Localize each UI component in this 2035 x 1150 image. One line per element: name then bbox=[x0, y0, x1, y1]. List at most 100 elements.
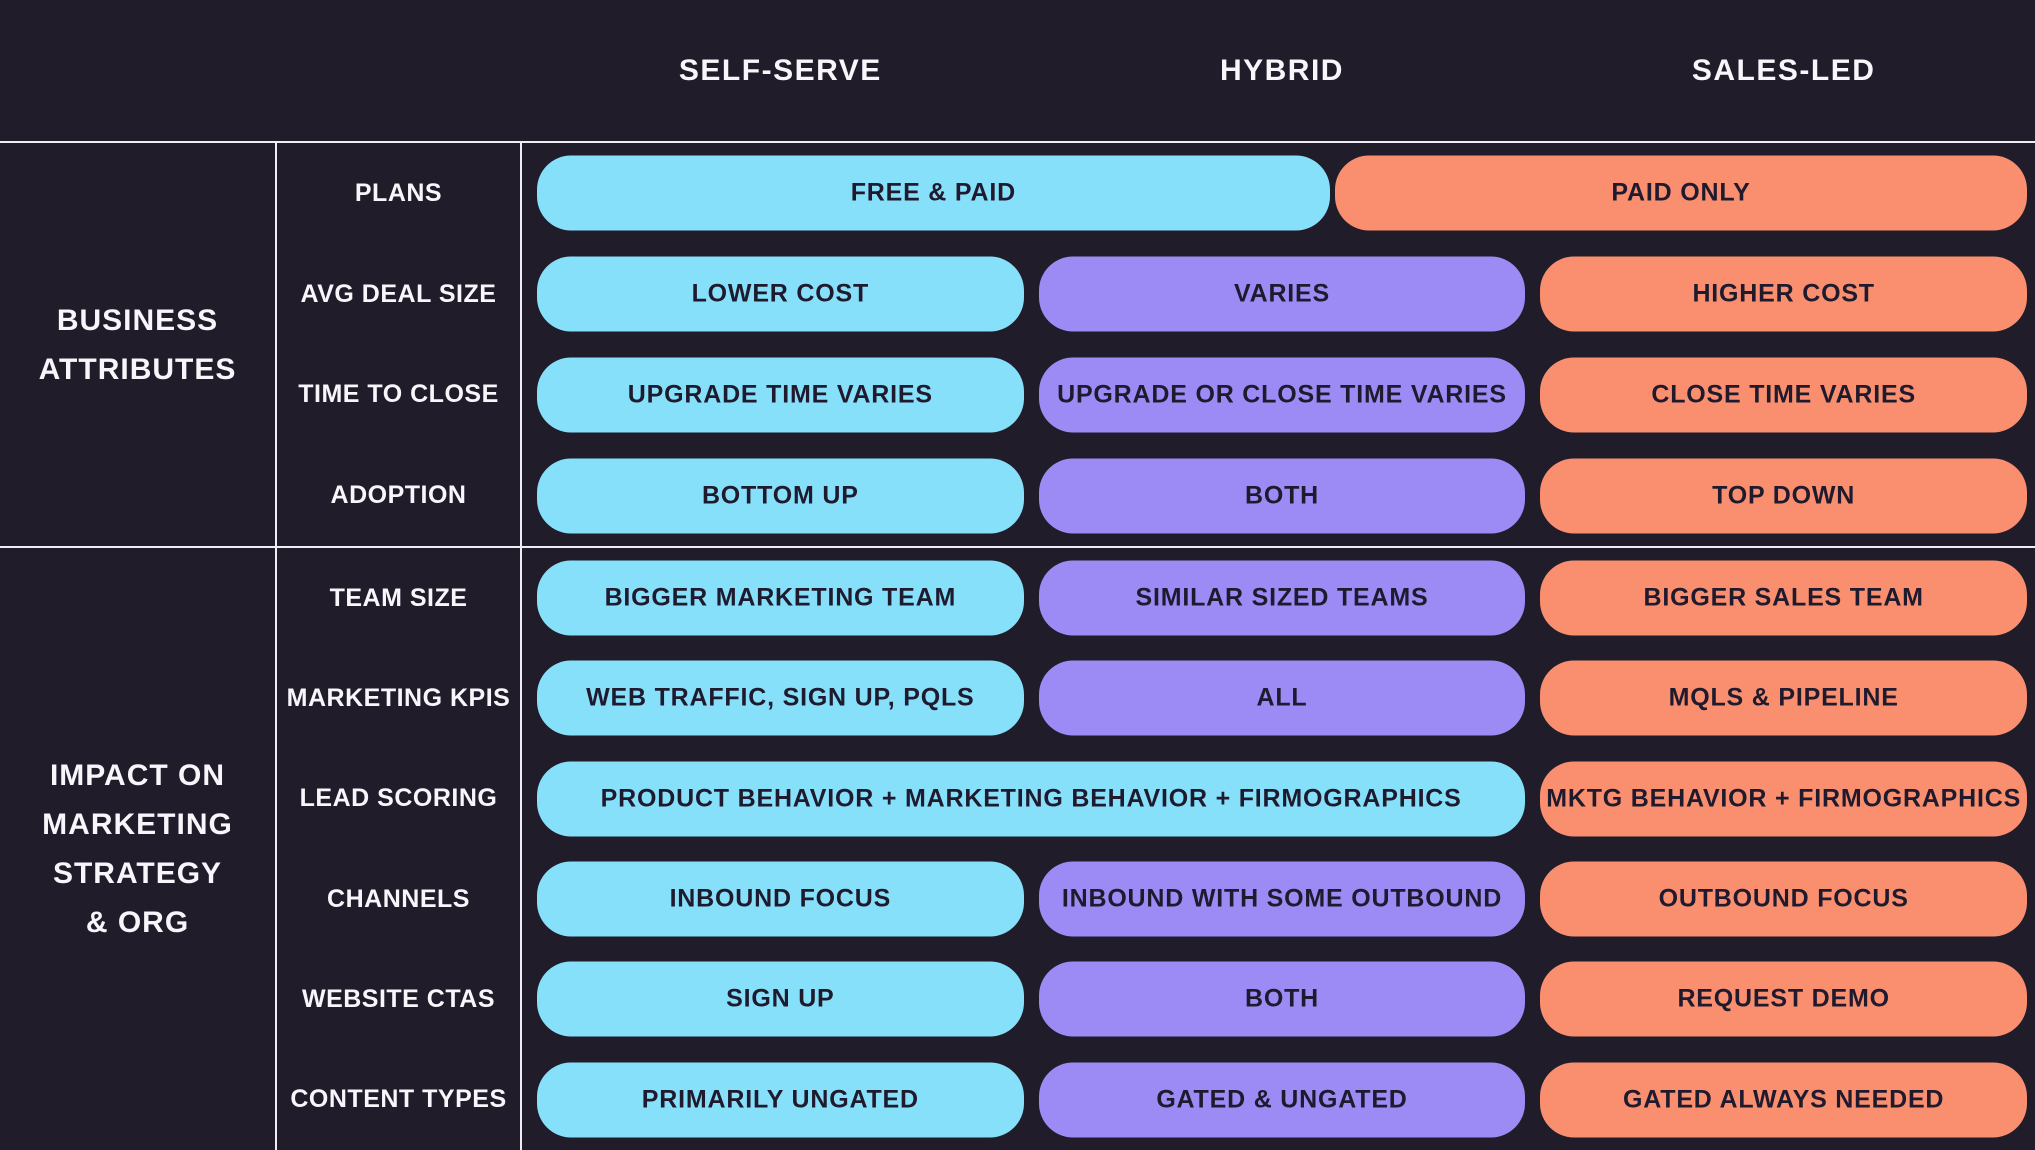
value-pill-label: UPGRADE OR CLOSE TIME VARIES bbox=[1057, 380, 1507, 409]
value-pill: PRODUCT BEHAVIOR + MARKETING BEHAVIOR + … bbox=[537, 761, 1526, 837]
value-pill: INBOUND WITH SOME OUTBOUND bbox=[1038, 861, 1526, 937]
value-pill: BOTH bbox=[1038, 458, 1526, 534]
value-pill: OUTBOUND FOCUS bbox=[1540, 861, 2027, 937]
column-header-sales-led: SALES-LED bbox=[1691, 53, 1876, 87]
value-pill-label: MQLS & PIPELINE bbox=[1668, 683, 1899, 712]
value-pill-label: PRIMARILY UNGATED bbox=[641, 1085, 919, 1114]
value-pill-label: MKTG BEHAVIOR + FIRMOGRAPHICS bbox=[1546, 784, 2022, 813]
value-pill-label: SIGN UP bbox=[726, 984, 835, 1013]
table-row: CHANNELS INBOUND FOCUS INBOUND WITH SOME… bbox=[277, 848, 2035, 950]
value-pill-label: LOWER COST bbox=[691, 279, 870, 308]
table-row: WEBSITE CTAS SIGN UP BOTH REQUEST DEMO bbox=[277, 949, 2035, 1050]
value-pill: BIGGER MARKETING TEAM bbox=[537, 560, 1024, 636]
value-pill-label: BOTTOM UP bbox=[701, 481, 859, 510]
table-row: MARKETING KPIS WEB TRAFFIC, SIGN UP, PQL… bbox=[277, 648, 2035, 749]
table-row: TIME TO CLOSE UPGRADE TIME VARIES UPGRAD… bbox=[277, 344, 2035, 446]
value-pill: FREE & PAID bbox=[537, 155, 1330, 231]
row-cells: PRIMARILY UNGATED GATED & UNGATED GATED … bbox=[537, 1050, 2027, 1150]
value-pill: PRIMARILY UNGATED bbox=[537, 1062, 1024, 1138]
value-pill: ALL bbox=[1038, 660, 1526, 736]
row-label: AVG DEAL SIZE bbox=[277, 243, 522, 345]
row-group-label-line: BUSINESS bbox=[56, 303, 219, 337]
row-group-rows: TEAM SIZE BIGGER MARKETING TEAM SIMILAR … bbox=[277, 548, 2035, 1150]
value-pill-label: PAID ONLY bbox=[1611, 178, 1751, 207]
value-pill-label: VARIES bbox=[1233, 279, 1330, 308]
value-pill: SIMILAR SIZED TEAMS bbox=[1038, 560, 1526, 636]
column-header-hybrid: HYBRID bbox=[1219, 53, 1344, 87]
row-group-label-line: ATTRIBUTES bbox=[38, 352, 237, 386]
row-group: IMPACT ON MARKETING STRATEGY & ORG TEAM SIZ… bbox=[0, 546, 2035, 1150]
row-label: WEBSITE CTAS bbox=[277, 949, 522, 1050]
row-group-rows: PLANS FREE & PAID PAID ONLY AVG DEAL SIZ… bbox=[277, 143, 2035, 546]
value-pill-label: WEB TRAFFIC, SIGN UP, PQLS bbox=[586, 683, 975, 712]
value-pill-label: SIMILAR SIZED TEAMS bbox=[1135, 583, 1429, 612]
value-pill: GATED & UNGATED bbox=[1038, 1062, 1526, 1138]
row-group-label: IMPACT ON MARKETING STRATEGY & ORG bbox=[0, 548, 277, 1150]
column-headers: SELF-SERVE HYBRID SALES-LED bbox=[0, 0, 2035, 143]
row-label: CHANNELS bbox=[277, 848, 522, 950]
value-pill-label: CLOSE TIME VARIES bbox=[1651, 380, 1916, 409]
table-row: CONTENT TYPES PRIMARILY UNGATED GATED & … bbox=[277, 1049, 2035, 1150]
value-pill-label: BOTH bbox=[1244, 984, 1319, 1013]
row-cells: BOTTOM UP BOTH TOP DOWN bbox=[537, 445, 2027, 546]
row-label: TEAM SIZE bbox=[277, 548, 522, 649]
value-pill: UPGRADE OR CLOSE TIME VARIES bbox=[1038, 357, 1526, 433]
row-group-label-line: & ORG bbox=[85, 906, 190, 939]
row-cells: BIGGER MARKETING TEAM SIMILAR SIZED TEAM… bbox=[537, 548, 2027, 648]
table-row: LEAD SCORING PRODUCT BEHAVIOR + MARKETIN… bbox=[277, 748, 2035, 849]
row-cells: WEB TRAFFIC, SIGN UP, PQLS ALL MQLS & PI… bbox=[537, 648, 2027, 748]
row-cells: INBOUND FOCUS INBOUND WITH SOME OUTBOUND… bbox=[537, 849, 2027, 949]
row-label: PLANS bbox=[277, 143, 522, 244]
row-group-label: BUSINESS ATTRIBUTES bbox=[0, 143, 277, 546]
value-pill-label: FREE & PAID bbox=[850, 178, 1016, 207]
value-pill: BOTTOM UP bbox=[537, 458, 1024, 534]
value-pill-label: HIGHER COST bbox=[1692, 279, 1875, 308]
value-pill: REQUEST DEMO bbox=[1540, 961, 2027, 1037]
row-group-label-line: IMPACT ON bbox=[49, 759, 226, 792]
row-label: MARKETING KPIS bbox=[277, 648, 522, 749]
column-header-self-serve: SELF-SERVE bbox=[678, 53, 882, 87]
value-pill: WEB TRAFFIC, SIGN UP, PQLS bbox=[537, 660, 1024, 736]
table-row: PLANS FREE & PAID PAID ONLY bbox=[277, 143, 2035, 244]
row-label: LEAD SCORING bbox=[277, 748, 522, 849]
value-pill-label: OUTBOUND FOCUS bbox=[1658, 884, 1909, 913]
row-group-label-line: MARKETING bbox=[42, 808, 233, 841]
value-pill-label: PRODUCT BEHAVIOR + MARKETING BEHAVIOR + … bbox=[600, 784, 1462, 813]
value-pill: CLOSE TIME VARIES bbox=[1540, 357, 2027, 433]
value-pill-label: GATED & UNGATED bbox=[1156, 1085, 1408, 1114]
value-pill: MKTG BEHAVIOR + FIRMOGRAPHICS bbox=[1540, 761, 2027, 837]
value-pill-label: TOP DOWN bbox=[1712, 481, 1856, 510]
value-pill: SIGN UP bbox=[537, 961, 1024, 1037]
value-pill: VARIES bbox=[1038, 256, 1526, 332]
table-row: AVG DEAL SIZE LOWER COST VARIES HIGHER C… bbox=[277, 243, 2035, 345]
value-pill: LOWER COST bbox=[537, 256, 1024, 332]
value-pill: BIGGER SALES TEAM bbox=[1540, 560, 2027, 636]
value-pill: HIGHER COST bbox=[1540, 256, 2027, 332]
value-pill-label: REQUEST DEMO bbox=[1677, 984, 1890, 1013]
row-cells: PRODUCT BEHAVIOR + MARKETING BEHAVIOR + … bbox=[537, 749, 2027, 849]
value-pill-label: BIGGER MARKETING TEAM bbox=[604, 583, 957, 612]
row-cells: LOWER COST VARIES HIGHER COST bbox=[537, 244, 2027, 345]
value-pill: PAID ONLY bbox=[1335, 155, 2027, 231]
value-pill-label: GATED ALWAYS NEEDED bbox=[1623, 1085, 1945, 1114]
row-cells: FREE & PAID PAID ONLY bbox=[537, 143, 2027, 244]
row-cells: SIGN UP BOTH REQUEST DEMO bbox=[537, 949, 2027, 1049]
value-pill: MQLS & PIPELINE bbox=[1540, 660, 2027, 736]
value-pill-label: BIGGER SALES TEAM bbox=[1643, 583, 1924, 612]
value-pill: BOTH bbox=[1038, 961, 1526, 1037]
value-pill-label: INBOUND FOCUS bbox=[669, 884, 892, 913]
value-pill: GATED ALWAYS NEEDED bbox=[1540, 1062, 2027, 1138]
value-pill: TOP DOWN bbox=[1540, 458, 2027, 534]
value-pill-label: BOTH bbox=[1244, 481, 1319, 510]
row-group: BUSINESS ATTRIBUTES PLANS FREE & PAID PAI… bbox=[0, 143, 2035, 546]
value-pill: INBOUND FOCUS bbox=[537, 861, 1024, 937]
row-cells: UPGRADE TIME VARIES UPGRADE OR CLOSE TIM… bbox=[537, 345, 2027, 446]
table-body: BUSINESS ATTRIBUTES PLANS FREE & PAID PAI… bbox=[0, 143, 2035, 1150]
value-pill-label: ALL bbox=[1256, 683, 1308, 712]
value-pill-label: UPGRADE TIME VARIES bbox=[627, 380, 933, 409]
row-label: TIME TO CLOSE bbox=[277, 344, 522, 446]
row-label: CONTENT TYPES bbox=[277, 1049, 522, 1150]
row-group-label-line: STRATEGY bbox=[52, 857, 223, 890]
row-label: ADOPTION bbox=[277, 445, 522, 546]
